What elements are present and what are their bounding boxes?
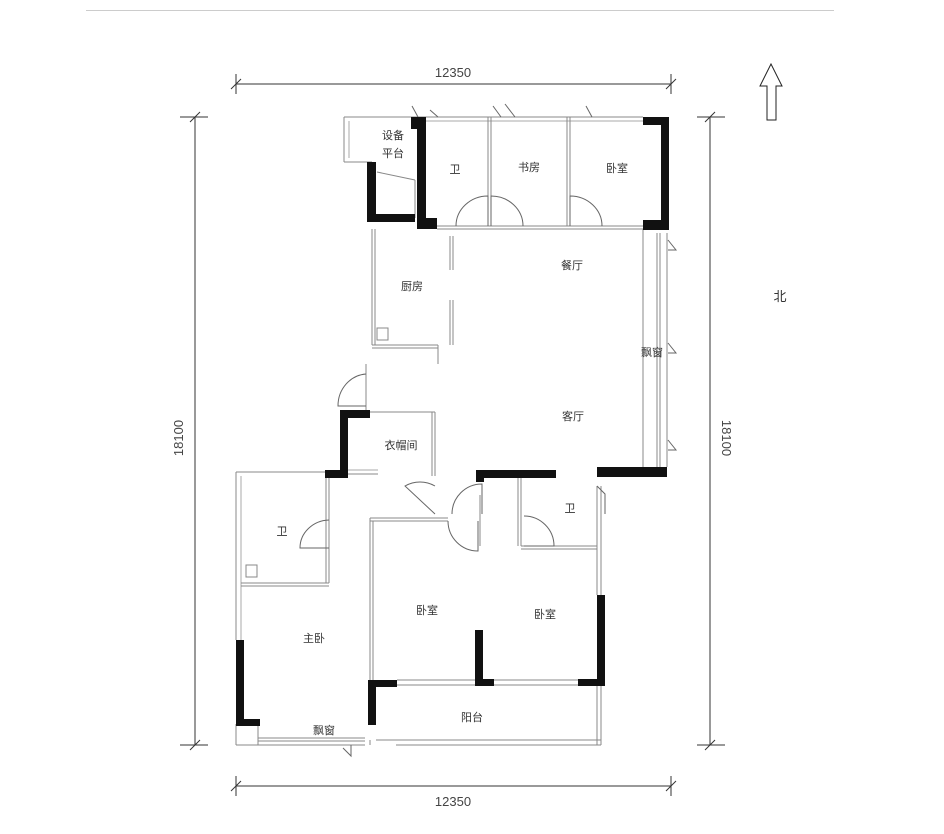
dimension-bottom: 12350 [230,776,677,809]
dimension-left: 18100 [171,111,208,751]
dimension-left-label: 18100 [171,420,186,456]
room-label-dining: 餐厅 [561,258,583,272]
room-label-kitchen: 厨房 [401,280,423,293]
dimension-top: 12350 [230,65,677,94]
room-label-bath-master: 卫 [277,525,288,538]
room-label-balcony: 阳台 [461,710,483,724]
door-swings [299,103,678,758]
room-label-study: 书房 [518,161,540,174]
structural-walls [236,117,669,726]
room-label-bedroom-south-1: 卧室 [416,603,438,617]
north-label: 北 [773,290,786,305]
interior-partitions [235,116,668,746]
dimension-right-label: 18100 [719,420,734,456]
north-arrow-icon [759,62,783,121]
room-label-equipment-platform-line1: 设备 [382,128,404,142]
room-label-master-bedroom: 主卧 [303,632,325,645]
room-label-bath-south: 卫 [565,502,576,515]
room-labels: 设备 平台 卫 书房 卧室 厨房 餐厅 飘窗 客厅 衣帽间 卫 卫 主卧 卧室 … [277,128,664,737]
room-label-bedroom-north: 卧室 [606,161,628,175]
dimension-right: 18100 [697,111,734,751]
room-label-bay-window-south: 飘窗 [313,723,335,737]
page-top-rule [86,10,834,11]
room-label-bedroom-south-2: 卧室 [534,607,556,621]
room-label-bath-north: 卫 [450,163,461,176]
room-label-living: 客厅 [562,409,584,423]
room-label-equipment-platform-line2: 平台 [382,146,404,160]
room-label-bay-window-east: 飘窗 [641,345,663,359]
dimension-bottom-label: 12350 [435,794,471,809]
dimension-top-label: 12350 [435,65,471,80]
room-label-cloakroom: 衣帽间 [385,438,418,452]
